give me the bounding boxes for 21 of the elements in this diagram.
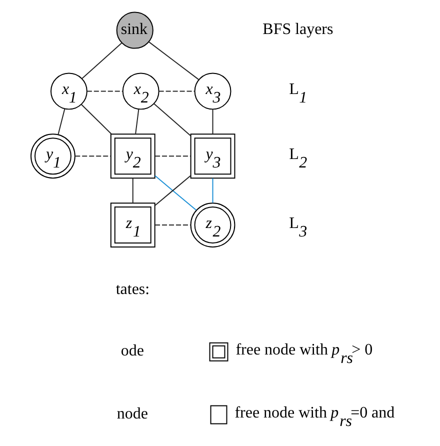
label: ode [120, 342, 144, 360]
label: BFS layers [262, 21, 334, 38]
connector [158, 90, 196, 92]
connector [154, 103, 192, 136]
connector [154, 224, 192, 226]
connector [212, 108, 214, 134]
connector [154, 156, 192, 157]
connector [212, 178, 214, 204]
connector [74, 156, 112, 157]
node-circle: sink [116, 12, 154, 49]
label: tates: [116, 280, 150, 298]
connector [132, 178, 134, 204]
connector [80, 104, 112, 135]
connector [148, 41, 200, 80]
connector [135, 108, 140, 134]
connector [86, 90, 124, 92]
connector [154, 175, 197, 211]
connector [81, 42, 122, 80]
connector [154, 175, 191, 206]
connector [58, 108, 66, 135]
label: node [116, 406, 148, 423]
